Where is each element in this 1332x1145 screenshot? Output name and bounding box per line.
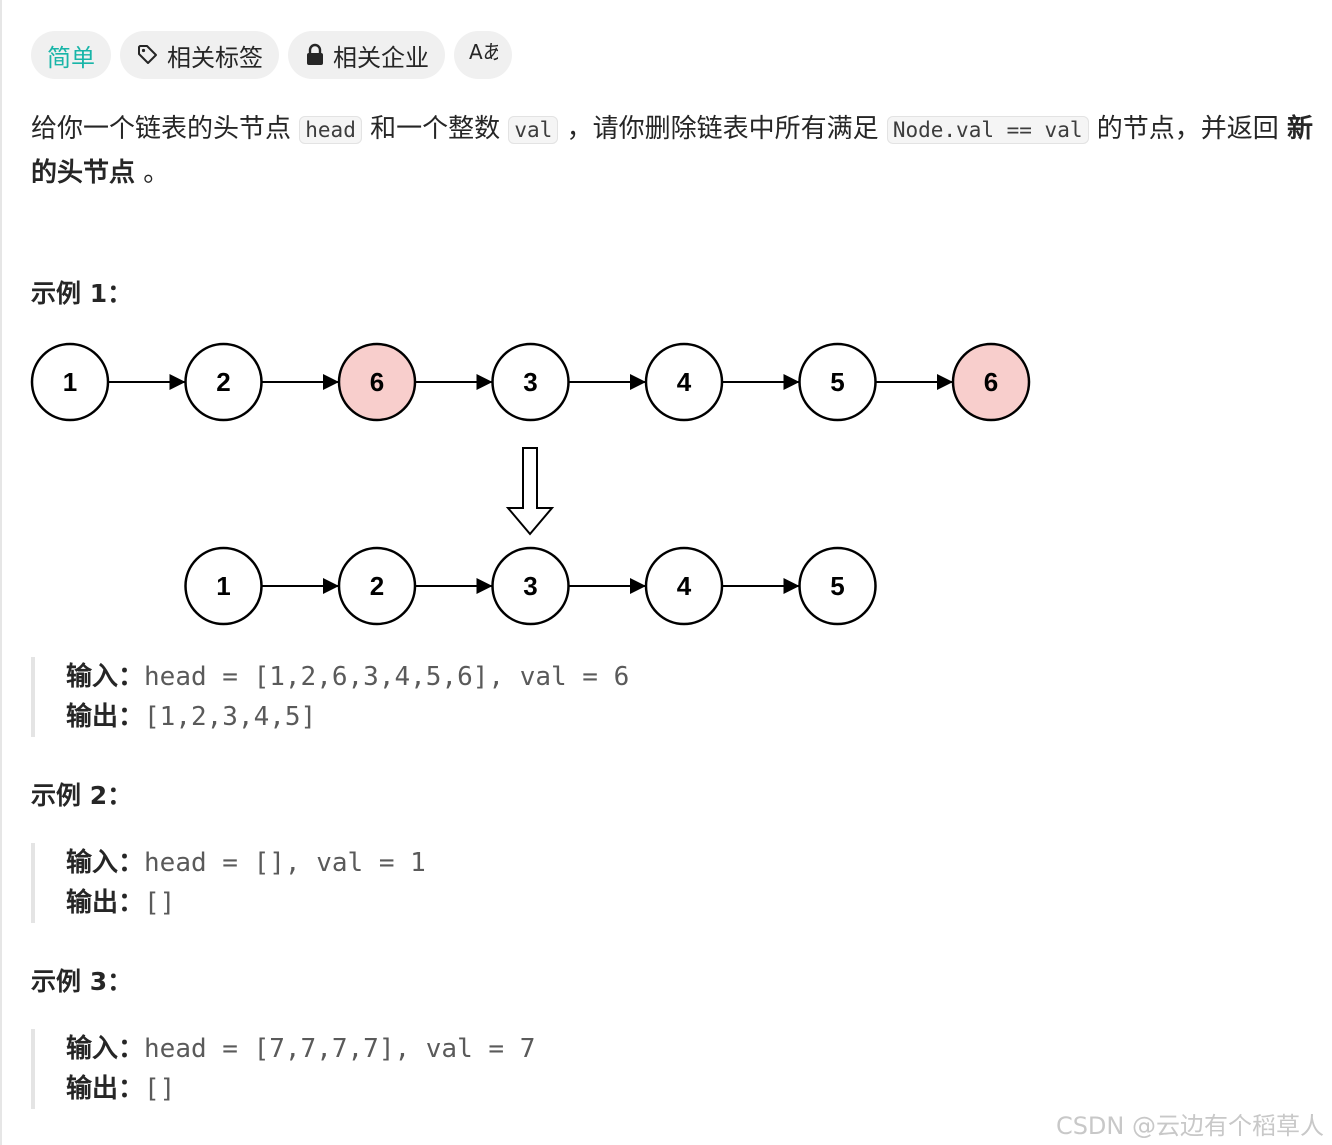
result-list: 1 2 3 4 5	[184, 546, 877, 626]
input-label: 输入：	[66, 848, 145, 878]
result-node-label-0: 1	[216, 571, 230, 601]
desc-bold: 新的头节点	[31, 114, 1314, 188]
result-node-label-1: 2	[370, 571, 384, 601]
result-node-0	[184, 546, 263, 626]
example-3-block: 输入：head = [7,7,7,7], val = 7 输出：[]	[31, 1029, 535, 1109]
example-1-block: 输入：head = [1,2,6,3,4,5,6], val = 6 输出：[1…	[31, 657, 629, 737]
lock-icon	[304, 43, 326, 67]
tag-row: 简单 相关标签 相关企业 Aあ	[31, 31, 512, 79]
desc-text: 给你一个链表的头节点	[31, 114, 300, 144]
tag-icon	[136, 43, 160, 67]
original-node-label-6: 6	[984, 367, 998, 397]
original-node-3	[491, 342, 570, 422]
desc-text: 和一个整数	[361, 114, 509, 144]
original-node-label-0: 1	[63, 367, 77, 397]
result-node-label-4: 5	[830, 571, 844, 601]
svg-text:Aあ: Aあ	[469, 40, 498, 64]
output-label: 输出：	[66, 702, 145, 732]
original-node-6	[951, 342, 1031, 422]
related-companies-button[interactable]: 相关企业	[288, 31, 445, 79]
output-value: []	[144, 888, 176, 918]
desc-text: ，请你删除链表中所有满足	[558, 114, 887, 144]
output-value: []	[144, 1074, 176, 1104]
translate-icon: Aあ	[468, 39, 503, 71]
watermark: CSDN @云边有个稻草人	[1055, 1112, 1324, 1140]
result-node-2	[491, 546, 570, 626]
original-node-4	[644, 342, 724, 422]
example-3-title: 示例 3：	[31, 967, 133, 996]
result-node-4	[798, 546, 877, 626]
input-value: head = [], val = 1	[144, 848, 426, 878]
linked-list-diagram: 1 2 6 3 4 5 6 1 2 3 4 5	[30, 342, 1031, 626]
result-node-label-2: 3	[523, 571, 537, 601]
result-node-label-3: 4	[677, 571, 692, 601]
result-node-3	[644, 546, 724, 626]
result-node-1	[337, 546, 417, 626]
original-node-label-1: 2	[216, 367, 230, 397]
difficulty-badge[interactable]: 简单	[31, 31, 111, 79]
code-head: head	[299, 116, 362, 144]
down-arrow	[505, 447, 555, 536]
original-node-0	[30, 342, 110, 422]
example-2-block: 输入：head = [], val = 1 输出：[]	[31, 843, 426, 923]
output-value: [1,2,3,4,5]	[144, 702, 317, 732]
example-1-title: 示例 1：	[31, 279, 133, 308]
desc-text: 的节点，并返回	[1088, 114, 1288, 144]
input-value: head = [7,7,7,7], val = 7	[144, 1034, 536, 1064]
code-condition: Node.val == val	[886, 116, 1089, 144]
problem-description: 给你一个链表的头节点 head 和一个整数 val ，请你删除链表中所有满足 N…	[31, 108, 1321, 195]
original-node-2	[337, 342, 417, 422]
left-border	[0, 0, 2, 1145]
related-tags-button[interactable]: 相关标签	[120, 31, 279, 79]
original-node-label-4: 4	[677, 367, 692, 397]
code-val: val	[508, 116, 559, 144]
related-tags-label: 相关标签	[167, 43, 263, 72]
example-2-title: 示例 2：	[31, 781, 133, 810]
related-companies-label: 相关企业	[333, 43, 429, 72]
input-label: 输入：	[66, 662, 145, 692]
input-value: head = [1,2,6,3,4,5,6], val = 6	[144, 662, 630, 692]
original-list: 1 2 6 3 4 5 6	[30, 342, 1031, 422]
original-node-label-2: 6	[370, 367, 384, 397]
original-node-label-5: 5	[830, 367, 844, 397]
original-node-5	[798, 342, 877, 422]
original-node-1	[184, 342, 263, 422]
output-label: 输出：	[66, 888, 145, 918]
translate-button[interactable]: Aあ	[454, 31, 512, 79]
input-label: 输入：	[66, 1034, 145, 1064]
desc-text: 。	[135, 158, 170, 188]
output-label: 输出：	[66, 1074, 145, 1104]
original-node-label-3: 3	[523, 367, 537, 397]
